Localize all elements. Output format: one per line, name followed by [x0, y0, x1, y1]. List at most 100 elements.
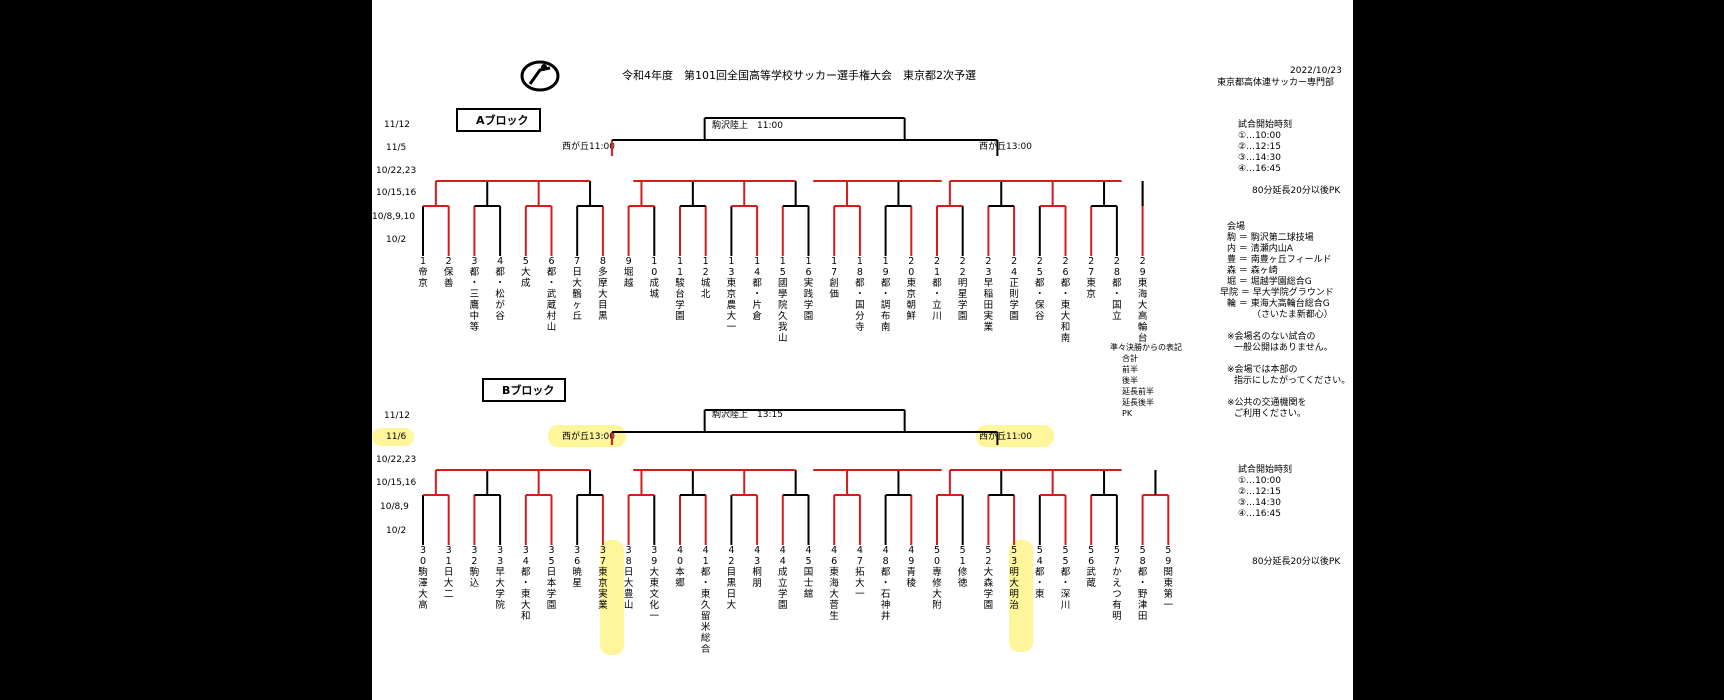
b-date-4: 10/15,16 — [376, 478, 417, 488]
legend-1: 合計 — [1122, 354, 1138, 363]
legend-title: 準々決勝からの表記 — [1110, 343, 1182, 352]
header-date: 2022/10/23 — [1290, 66, 1342, 76]
legend-3: 後半 — [1122, 376, 1138, 385]
header-org: 東京都高体連サッカー専門部 — [1217, 78, 1335, 88]
a-date-2: 11/5 — [386, 143, 407, 153]
start-time-4: ④…16:45 — [1238, 164, 1282, 174]
b-date-2: 11/6 — [386, 432, 407, 442]
page-title: 令和4年度 第101回全国高等学校サッカー選手権大会 東京都2次予選 — [622, 69, 976, 82]
a-date-6: 10/2 — [386, 235, 407, 245]
a-date-5: 10/8,9,10 — [372, 212, 416, 222]
venue-title: 会場 — [1227, 222, 1246, 232]
bracket-lines — [422, 117, 1170, 545]
legend-6: PK — [1122, 409, 1133, 418]
b-date-3: 10/22,23 — [376, 455, 417, 465]
a-semi-right-venue: 西が丘13:00 — [979, 142, 1032, 152]
note-5: ※公共の交通機関を — [1227, 398, 1307, 408]
logo-icon — [520, 60, 560, 92]
highlight-team-52 — [1009, 540, 1033, 652]
start-time-1: ①…10:00 — [1238, 131, 1282, 141]
legend-2: 前半 — [1122, 365, 1138, 374]
note-2: 一般公開はありません。 — [1234, 343, 1333, 353]
legend-5: 延長後半 — [1122, 398, 1154, 407]
venue-5: 堀 ＝ 堀越学園総合G — [1227, 277, 1312, 287]
start-time-b-1: ①…10:00 — [1238, 476, 1282, 486]
block-b-label: Bブロック — [482, 378, 567, 402]
extra-time-rule-b: 80分延長20分以後PK — [1252, 557, 1341, 567]
note-6: ご利用ください。 — [1234, 409, 1307, 419]
venue-2: 内 ＝ 清瀬内山A — [1227, 244, 1293, 254]
a-date-1: 11/12 — [384, 120, 410, 130]
b-final-venue: 駒沢陸上 13:15 — [712, 410, 783, 420]
highlight-date — [372, 428, 414, 446]
note-3: ※会場では本部の — [1227, 365, 1298, 375]
a-final-venue: 駒沢陸上 11:00 — [712, 121, 783, 131]
b-date-1: 11/12 — [384, 411, 410, 421]
start-time-title-b: 試合開始時刻 — [1238, 465, 1293, 475]
venue-3: 豊 ＝ 南豊ヶ丘フィールド — [1227, 255, 1332, 265]
venue-4: 森 ＝ 森ヶ崎 — [1227, 266, 1278, 276]
start-time-b-4: ④…16:45 — [1238, 509, 1282, 519]
legend-4: 延長前半 — [1122, 387, 1154, 396]
note-1: ※会場名のない試合の — [1227, 332, 1316, 342]
start-time-b-3: ③…14:30 — [1238, 498, 1282, 508]
a-semi-left-venue: 西が丘11:00 — [562, 142, 615, 152]
block-a-label: Aブロック — [456, 108, 541, 132]
extra-time-rule: 80分延長20分以後PK — [1252, 186, 1341, 196]
b-semi-right-venue: 西が丘11:00 — [979, 432, 1032, 442]
note-4: 指示にしたがってください。 — [1234, 376, 1351, 386]
venue-6: 早院 ＝ 早大学院グラウンド — [1220, 288, 1334, 298]
start-time-3: ③…14:30 — [1238, 153, 1282, 163]
venue-1: 駒 ＝ 駒沢第二球技場 — [1227, 233, 1314, 243]
